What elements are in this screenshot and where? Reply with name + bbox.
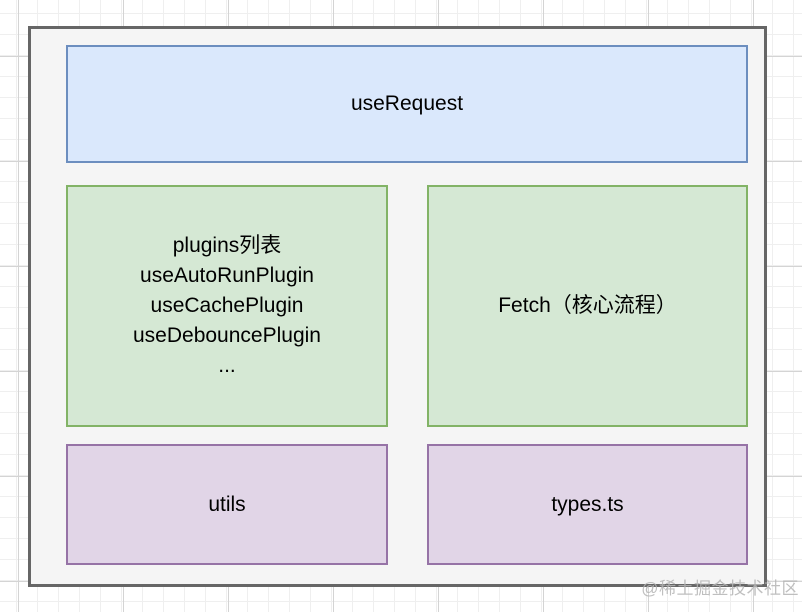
- plugins-line-cache: useCachePlugin: [150, 294, 304, 317]
- fetch-box: Fetch（核心流程）: [427, 185, 748, 427]
- plugins-line-debounce: useDebouncePlugin: [133, 324, 321, 347]
- userequest-label: useRequest: [350, 92, 464, 115]
- utils-label: utils: [208, 492, 246, 516]
- types-box: types.ts: [427, 444, 748, 565]
- types-label: types.ts: [551, 492, 624, 516]
- utils-box: utils: [66, 444, 388, 565]
- fetch-label: Fetch（核心流程）: [498, 294, 677, 317]
- plugins-line-title: plugins列表: [172, 234, 282, 257]
- plugins-line-ellipsis: ...: [218, 354, 236, 377]
- plugins-box: plugins列表 useAutoRunPlugin useCachePlugi…: [66, 185, 388, 427]
- watermark: @稀土掘金技术社区: [641, 579, 799, 598]
- plugins-line-autorun: useAutoRunPlugin: [140, 264, 314, 287]
- userequest-box: useRequest: [66, 45, 748, 163]
